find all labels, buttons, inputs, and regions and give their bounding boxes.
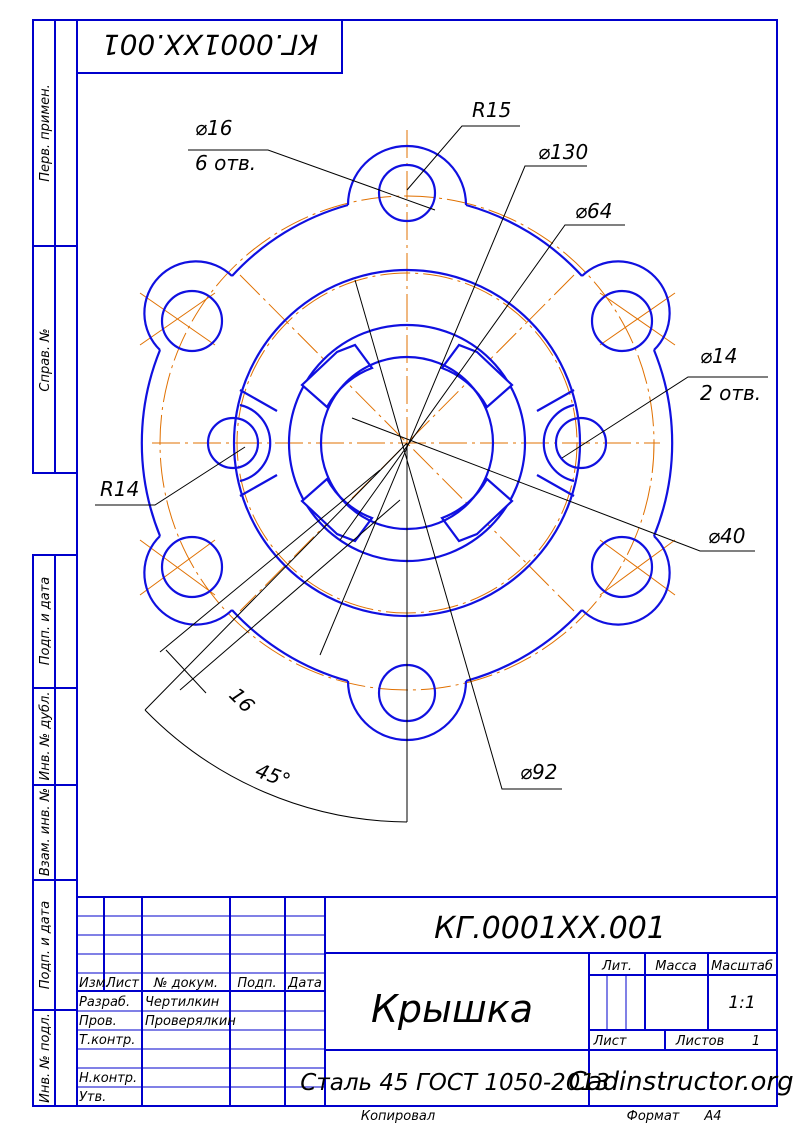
role-approved: Утв.	[79, 1090, 106, 1105]
header-list: Лист	[105, 976, 139, 991]
dimension-lines	[95, 125, 768, 823]
header-lit: Лит.	[601, 959, 632, 974]
side-label-podp-2: Подп. и дата	[38, 901, 53, 990]
header-sheets: Листов	[675, 1034, 725, 1049]
footer: Копировал Формат А4	[361, 1109, 722, 1124]
header-sheet: Лист	[593, 1034, 627, 1049]
role-checked: Пров.	[79, 1014, 117, 1029]
organization: Cadinstructor.org	[568, 1067, 793, 1097]
header-mass: Масса	[655, 959, 696, 974]
side-label-vzam: Взам. инв. №	[38, 788, 53, 876]
header-doc-no: № докум.	[153, 976, 218, 991]
title-block-thin-lines	[77, 915, 627, 1088]
footer-copied: Копировал	[361, 1109, 435, 1124]
title-block-lines	[77, 896, 777, 1106]
role-developed: Разраб.	[79, 995, 130, 1010]
header-date: Дата	[287, 976, 322, 991]
top-stamp: КГ.0001XX.001	[102, 28, 318, 61]
dim-holes6-diameter: ⌀16	[195, 116, 233, 140]
side-labels: Перв. примен. Справ. № Подп. и дата Инв.…	[38, 84, 53, 1103]
footer-format-value: А4	[703, 1109, 721, 1124]
side-label-perv: Перв. примен.	[38, 84, 53, 182]
dim-d40: ⌀40	[708, 524, 746, 548]
material: Сталь 45 ГОСТ 1050-2013	[300, 1070, 609, 1096]
dimension-texts: ⌀16 6 отв. R15 ⌀130 ⌀64 ⌀14 2 отв. ⌀40 R…	[100, 98, 761, 793]
dim-d92: ⌀92	[520, 760, 558, 784]
part-contour	[140, 144, 674, 742]
dim-d64: ⌀64	[575, 199, 613, 223]
top-stamp-designation: КГ.0001XX.001	[102, 28, 318, 61]
header-scale: Масштаб	[711, 959, 773, 974]
designation: КГ.0001XX.001	[434, 911, 666, 946]
dim-width16: 16	[224, 683, 259, 718]
side-label-inv-podl: Инв. № подл.	[38, 1013, 53, 1103]
dim-d130: ⌀130	[538, 140, 588, 164]
header-sign: Подп.	[237, 976, 276, 991]
dim-r15: R15	[472, 98, 511, 122]
dim-r14: R14	[100, 477, 139, 501]
part-name: Крышка	[371, 987, 533, 1031]
dim-holes6-count: 6 отв.	[195, 151, 256, 175]
sheet-frame	[32, 19, 778, 1107]
role-ncontrol: Н.контр.	[79, 1071, 137, 1086]
role-tcontrol: Т.контр.	[79, 1033, 135, 1048]
dim-holes2-count: 2 отв.	[700, 381, 761, 405]
sheets-value: 1	[752, 1034, 760, 1049]
header-izm: Изм.	[79, 976, 110, 991]
name-checker: Проверялкин	[145, 1014, 236, 1029]
side-label-sprav: Справ. №	[38, 328, 53, 391]
footer-format-label: Формат	[627, 1109, 680, 1124]
title-block-texts: КГ.0001XX.001 Крышка Сталь 45 ГОСТ 1050-…	[79, 911, 794, 1105]
scale-value: 1:1	[728, 993, 755, 1013]
side-label-inv-dubl: Инв. № дубл.	[38, 692, 53, 781]
dim-holes2-diameter: ⌀14	[700, 344, 738, 368]
dim-angle45: 45°	[252, 758, 294, 793]
name-developer: Чертилкин	[145, 995, 220, 1010]
side-label-podp-1: Подп. и дата	[38, 577, 53, 666]
